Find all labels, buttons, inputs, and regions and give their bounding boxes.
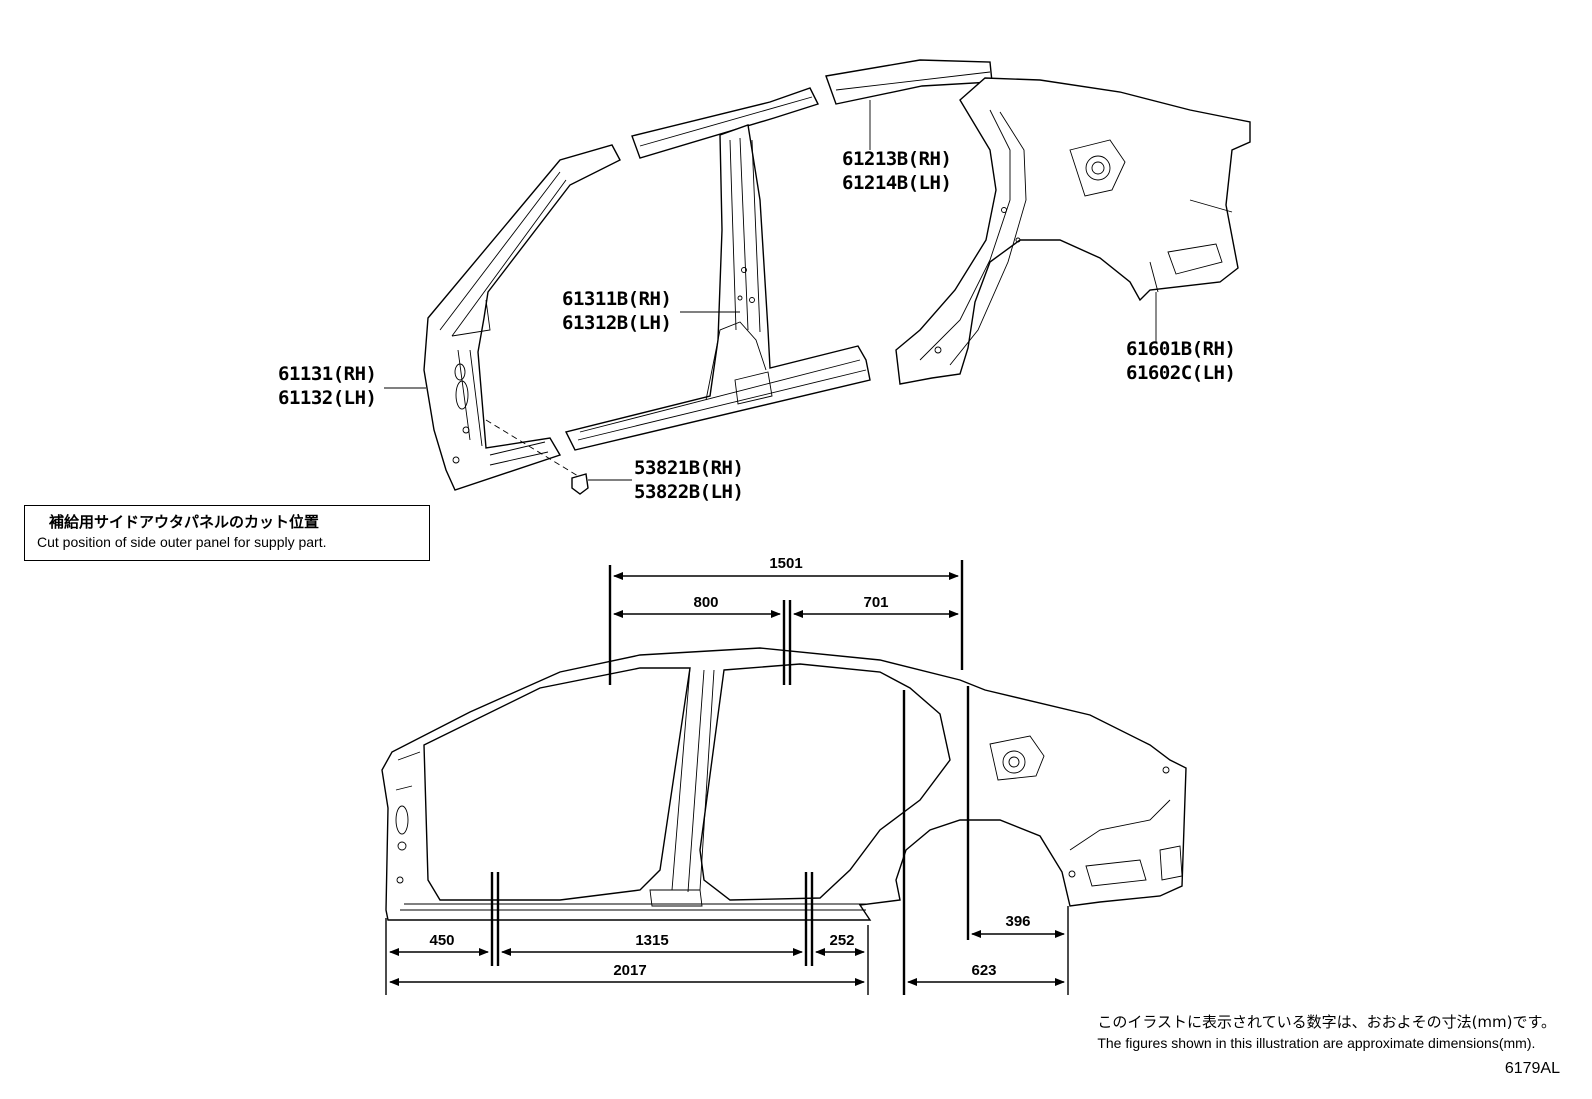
dim-bottom-a: 450 bbox=[429, 932, 454, 949]
dim-bottom-total: 2017 bbox=[613, 962, 646, 979]
dim-top-right: 701 bbox=[863, 594, 888, 611]
note-text-en: The figures shown in this illustration a… bbox=[1097, 1035, 1536, 1051]
dim-bottom-c: 252 bbox=[829, 932, 854, 949]
dimension-lines bbox=[389, 572, 1065, 986]
part-number-lh: 61132(LH) bbox=[278, 387, 377, 409]
dim-top-left: 800 bbox=[693, 594, 718, 611]
legend-text-en: Cut position of side outer panel for sup… bbox=[37, 534, 327, 550]
side-outer-panel-view bbox=[381, 647, 1187, 921]
quarter-panel-part bbox=[895, 77, 1251, 385]
part-number-lh: 61602C(LH) bbox=[1126, 362, 1236, 384]
part-number-lh: 53822B(LH) bbox=[634, 481, 744, 503]
cut-lines bbox=[385, 560, 1069, 995]
dimension-note: このイラストに表示されている数字は、おおよその寸法(mm)です。 The fig… bbox=[1097, 1012, 1556, 1053]
part-number-rh: 61213B(RH) bbox=[842, 148, 952, 170]
part-label-roof-rail: 61213B(RH) 61214B(LH) bbox=[842, 147, 952, 195]
part-number-rh: 61131(RH) bbox=[278, 363, 377, 385]
part-label-center-pillar: 61311B(RH) 61312B(LH) bbox=[562, 287, 672, 335]
dim-rear-lower: 623 bbox=[971, 962, 996, 979]
note-text-jp: このイラストに表示されている数字は、おおよその寸法(mm)です。 bbox=[1097, 1013, 1556, 1031]
dim-bottom-b: 1315 bbox=[635, 932, 668, 949]
part-label-quarter-panel: 61601B(RH) 61602C(LH) bbox=[1126, 337, 1236, 385]
part-label-clip: 53821B(RH) 53822B(LH) bbox=[634, 456, 744, 504]
part-label-front-pillar: 61131(RH) 61132(LH) bbox=[278, 362, 377, 410]
part-number-lh: 61214B(LH) bbox=[842, 172, 952, 194]
front-pillar-part bbox=[423, 144, 621, 491]
legend-text-jp: 補給用サイドアウタパネルのカット位置 bbox=[49, 513, 320, 531]
part-number-rh: 61601B(RH) bbox=[1126, 338, 1236, 360]
illustration-code: 6179AL bbox=[1504, 1060, 1560, 1077]
part-number-rh: 61311B(RH) bbox=[562, 288, 672, 310]
roof-front-segment bbox=[631, 87, 819, 159]
cut-position-legend: 補給用サイドアウタパネルのカット位置 Cut position of side … bbox=[24, 505, 430, 561]
center-pillar-part bbox=[564, 124, 871, 451]
dim-top-total: 1501 bbox=[769, 555, 802, 572]
part-number-rh: 53821B(RH) bbox=[634, 457, 744, 479]
dim-rear-upper: 396 bbox=[1005, 913, 1030, 930]
clip-part bbox=[485, 419, 589, 495]
part-number-lh: 61312B(LH) bbox=[562, 312, 672, 334]
